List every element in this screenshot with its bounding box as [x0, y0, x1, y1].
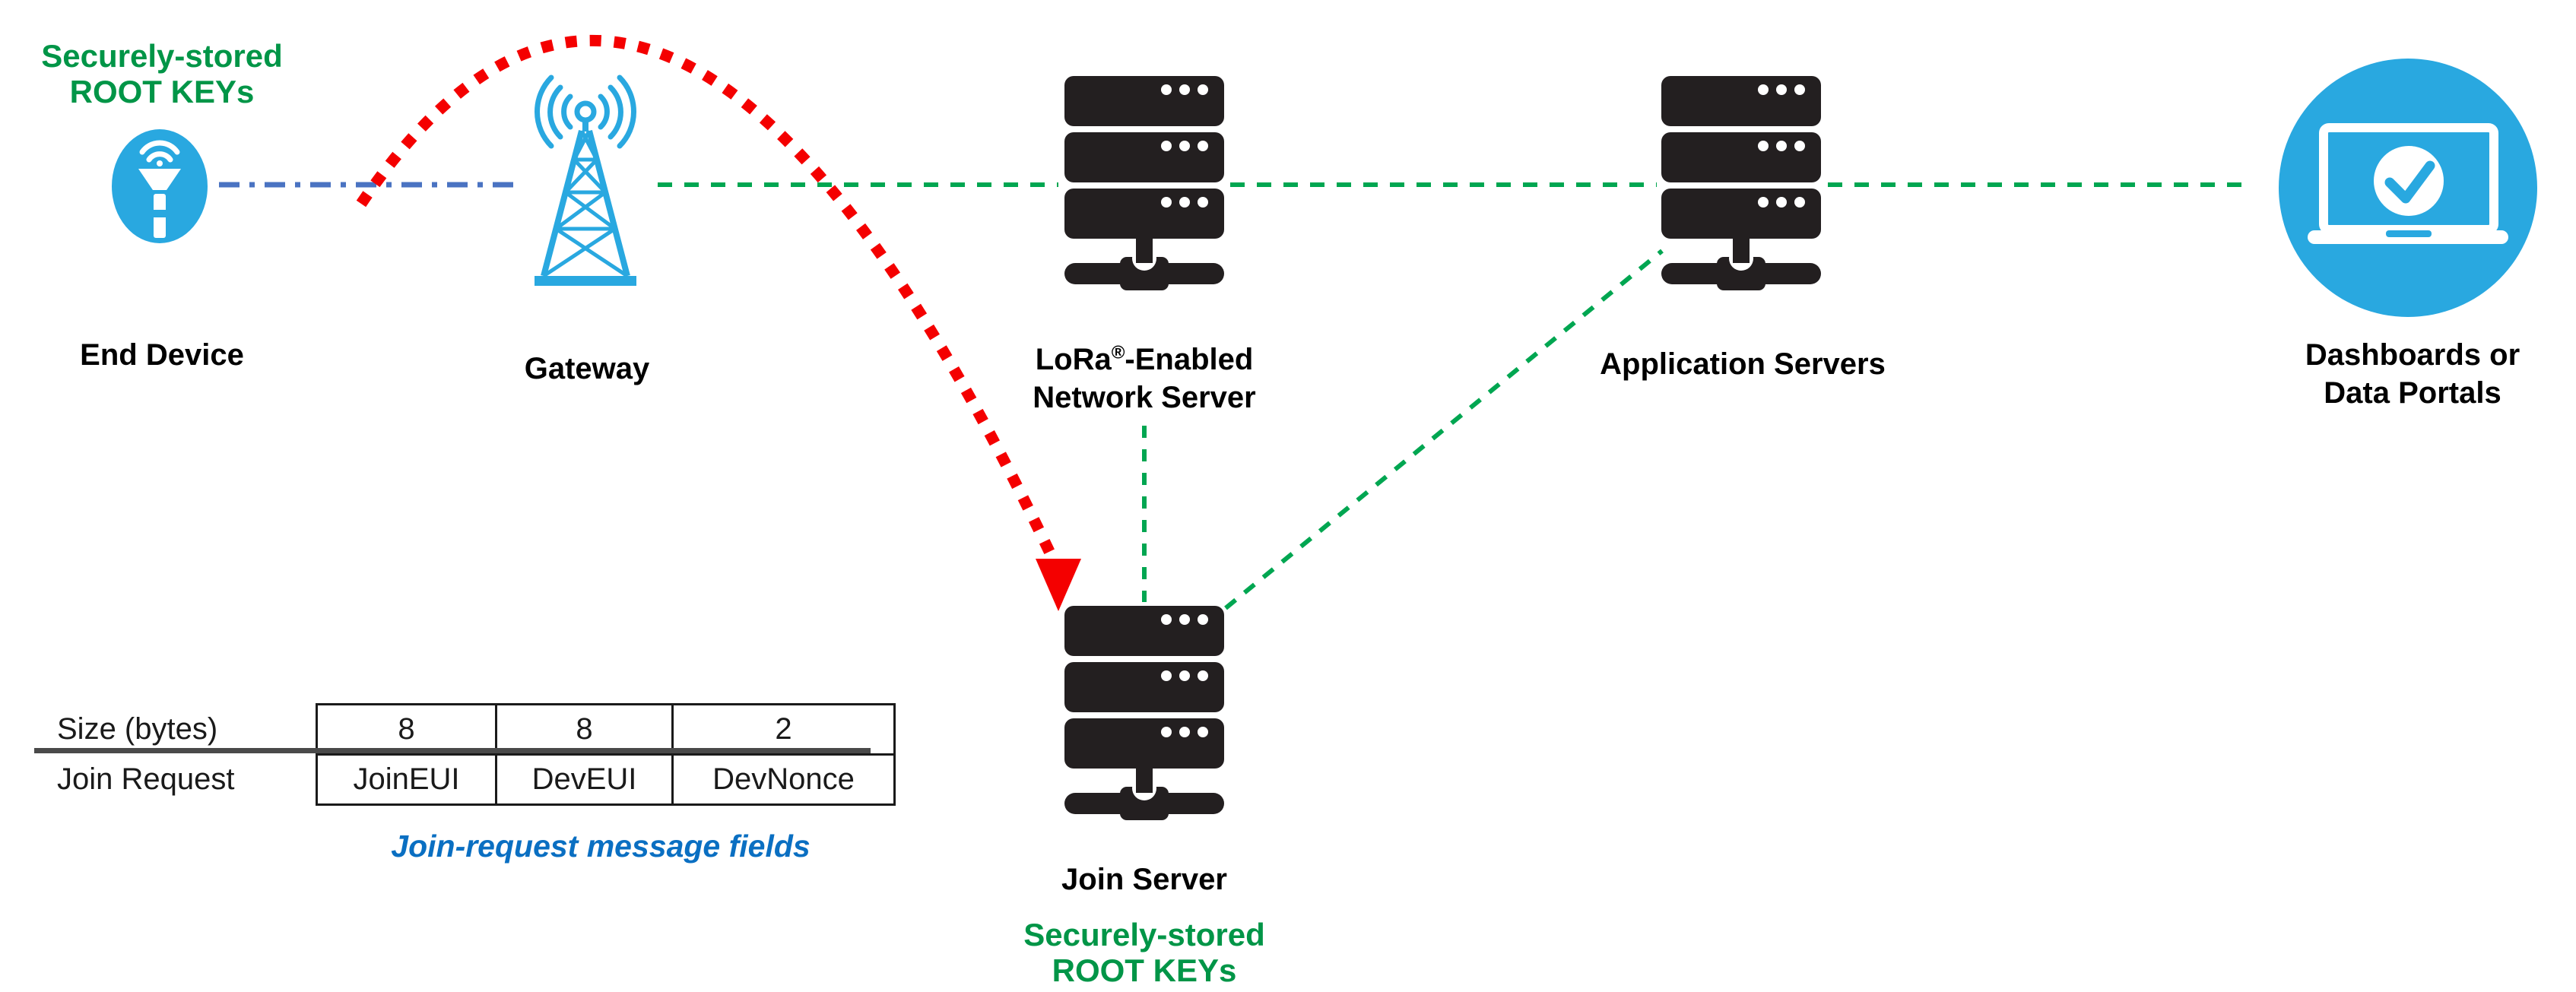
- network-server-label: LoRa®-Enabled Network Server: [992, 341, 1296, 417]
- size-deveui-cell: 8: [495, 703, 674, 756]
- join-root-keys-line1: Securely-stored: [1023, 917, 1265, 952]
- table-divider-line: [34, 748, 871, 753]
- device-root-keys-line2: ROOT KEYs: [69, 74, 255, 109]
- app-servers-join-server-link: [1224, 249, 1664, 610]
- join-root-keys-line2: ROOT KEYs: [1052, 952, 1237, 988]
- join-request-arrowhead: [1036, 559, 1081, 611]
- device-root-keys-line1: Securely-stored: [41, 38, 283, 74]
- network-server-label-line1: LoRa®-Enabled: [1035, 342, 1254, 376]
- network-server-label-line2: Network Server: [1033, 381, 1256, 414]
- gateway-icon: [535, 74, 636, 286]
- dashboards-label: Dashboards or Data Portals: [2260, 336, 2565, 412]
- end-device-label: End Device: [80, 338, 244, 372]
- network-server-icon: [1064, 76, 1224, 290]
- join-request-arc: [356, 34, 1059, 564]
- devnonce-cell: DevNonce: [671, 753, 896, 806]
- dashboards-icon: [2279, 59, 2537, 317]
- dashboards-label-line1: Dashboards or: [2305, 338, 2520, 372]
- table-row-join-request: Join Request JoinEUI DevEUI DevNonce: [34, 753, 896, 806]
- gateway-label: Gateway: [524, 352, 650, 385]
- join-server-icon: [1064, 606, 1224, 820]
- join-server-label: Join Server: [1061, 863, 1227, 896]
- join-request-table: Size (bytes) 8 8 2 Join Request JoinEUI …: [34, 703, 896, 806]
- registered-trademark-icon: ®: [1111, 342, 1125, 363]
- application-servers-label: Application Servers: [1600, 347, 1886, 381]
- deveui-cell: DevEUI: [495, 753, 674, 806]
- table-caption: Join-request message fields: [391, 829, 811, 864]
- size-devnonce-cell: 2: [671, 703, 896, 756]
- size-joineui-cell: 8: [316, 703, 497, 756]
- application-servers-icon: [1661, 76, 1821, 290]
- joineui-cell: JoinEUI: [316, 753, 497, 806]
- device-root-keys-note: Securely-stored ROOT KEYs: [21, 38, 303, 109]
- end-device-icon: [112, 129, 208, 243]
- row-label-join-request: Join Request: [57, 762, 235, 796]
- table-row-size: Size (bytes) 8 8 2: [34, 703, 896, 756]
- row-label-size: Size (bytes): [57, 712, 218, 746]
- join-root-keys-note: Securely-stored ROOT KEYs: [1004, 917, 1285, 988]
- dashboards-label-line2: Data Portals: [2324, 376, 2501, 410]
